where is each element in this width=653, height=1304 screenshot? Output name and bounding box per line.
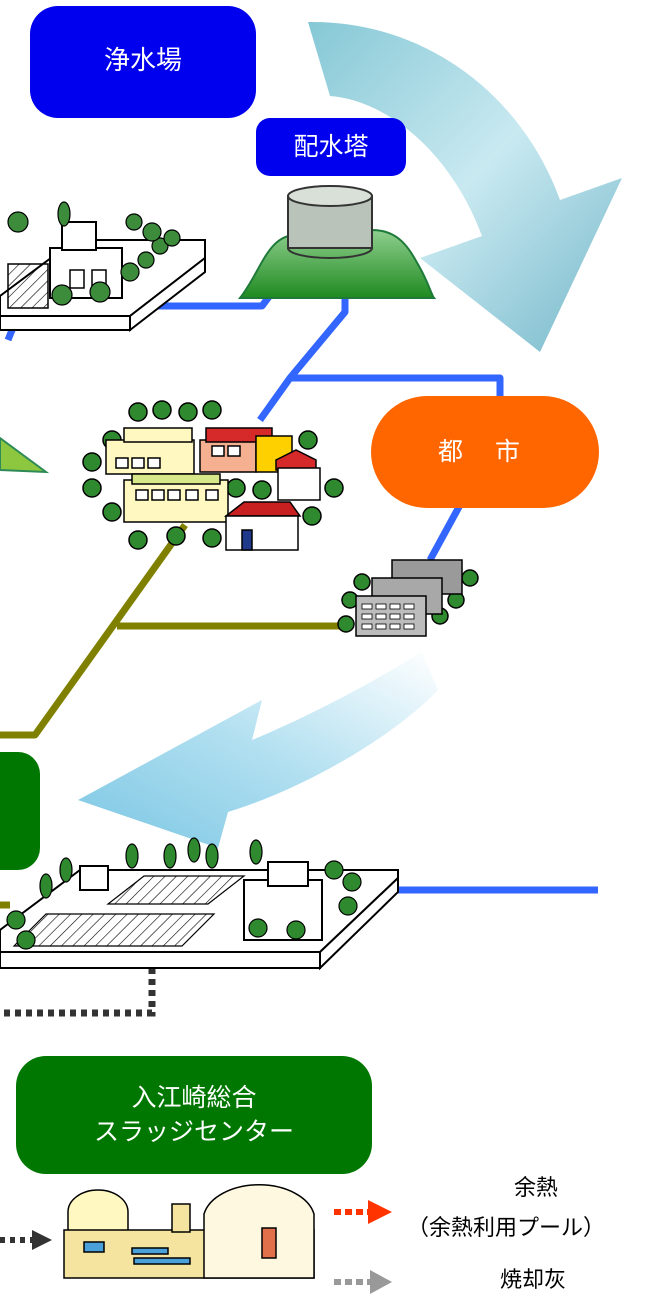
office-buildings-illustration xyxy=(337,559,479,637)
legend-waste-heat: 余熱 xyxy=(514,1176,559,1201)
residential-town-illustration xyxy=(82,400,344,551)
legend-incineration-ash: 焼却灰 xyxy=(500,1268,567,1293)
distribution-tower-label: 配水塔 xyxy=(256,118,406,176)
sludge-input-arrow xyxy=(0,1230,52,1250)
sludge-center-line1: 入江崎総合 xyxy=(131,1083,257,1113)
city-label: 都 市 xyxy=(371,396,599,508)
left-edge-green-wedge xyxy=(0,436,50,474)
incinerator-illustration xyxy=(63,1184,315,1279)
city-text: 都 市 xyxy=(438,437,532,467)
legend-waste-heat-use: （余熱利用プール） xyxy=(407,1216,606,1241)
sludge-transport-line xyxy=(0,968,156,1017)
incineration-ash-arrow xyxy=(334,1270,392,1294)
sludge-center-line2: スラッジセンター xyxy=(93,1117,294,1146)
distribution-tower-illustration xyxy=(237,185,437,299)
left-edge-green-panel xyxy=(0,752,40,870)
distribution-tower-text: 配水塔 xyxy=(293,132,369,162)
sludge-center-label: 入江崎総合 スラッジセンター xyxy=(16,1056,372,1174)
flow-arrow-top xyxy=(308,21,622,352)
waste-heat-arrow xyxy=(334,1200,392,1224)
sewer-pipes xyxy=(0,522,345,909)
water-purification-plant-text: 浄水場 xyxy=(103,46,182,77)
flow-arrow-middle xyxy=(78,652,438,848)
water-plant-illustration xyxy=(0,201,206,333)
water-purification-plant-label: 浄水場 xyxy=(30,6,256,118)
sewage-plant-illustration xyxy=(0,837,399,971)
